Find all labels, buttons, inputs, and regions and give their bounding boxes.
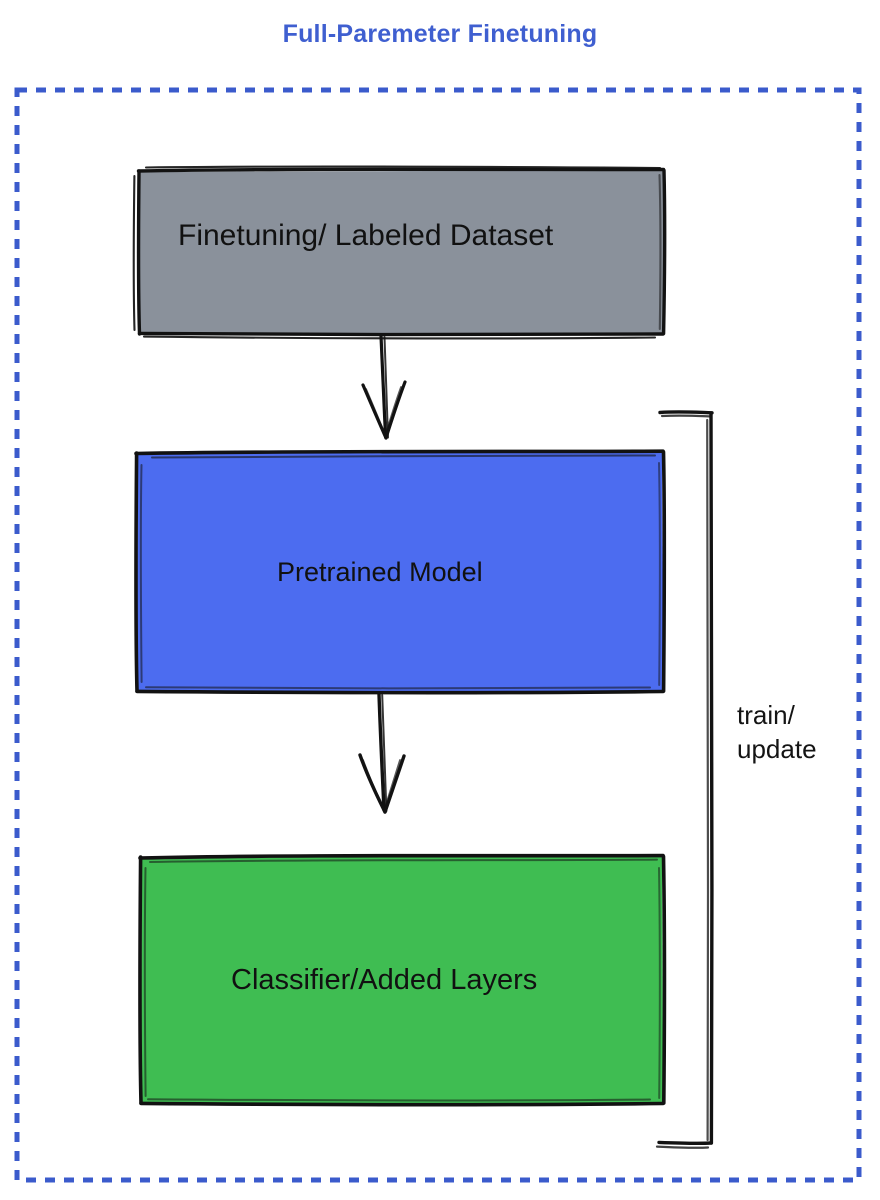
arrow-dataset-to-pretrained — [361, 334, 407, 440]
edge-feedback-label: train/ update — [737, 700, 817, 765]
edge-feedback-loop — [655, 410, 714, 1149]
node-pretrained-model-label: Pretrained Model — [277, 557, 483, 587]
page-title: Full-Paremeter Finetuning — [282, 20, 598, 48]
arrow-pretrained-to-classifier — [358, 692, 406, 814]
node-classifier-label: Classifier/Added Layers — [231, 964, 538, 996]
dashed-boundary — [14, 87, 862, 1183]
node-dataset-label: Finetuning/ Labeled Dataset — [178, 219, 554, 252]
